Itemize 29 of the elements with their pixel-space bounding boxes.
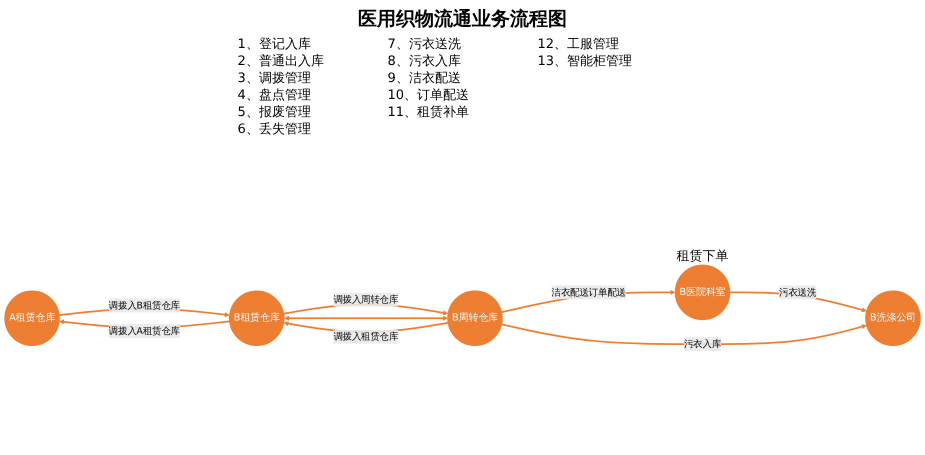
node-circle bbox=[447, 290, 503, 346]
list-item: 3、调拨管理 bbox=[238, 70, 312, 87]
list-item: 11、租赁补单 bbox=[388, 104, 470, 121]
edge-label: 调拨入租赁仓库 bbox=[333, 330, 398, 342]
edge-label: 洁衣配送订单配送 bbox=[552, 286, 626, 298]
arrow bbox=[502, 323, 867, 345]
list-item: 4、盘点管理 bbox=[238, 87, 312, 104]
list-item: 10、订单配送 bbox=[388, 87, 470, 104]
node-caption: 租赁下单 bbox=[676, 248, 728, 265]
list-item: 8、污衣入库 bbox=[388, 53, 462, 70]
edge-label: 调拨入B租赁仓库 bbox=[108, 300, 180, 311]
list-item: 13、智能柜管理 bbox=[538, 53, 634, 70]
node-circle bbox=[674, 264, 730, 320]
edge-label: 调拨入周转仓库 bbox=[333, 294, 398, 305]
edge-label: 污衣送洗 bbox=[779, 286, 816, 298]
list-item: 7、污衣送洗 bbox=[388, 36, 462, 53]
list-item: 9、洁衣配送 bbox=[388, 70, 462, 87]
list-item: 5、报废管理 bbox=[238, 104, 312, 121]
list-item: 12、工服管理 bbox=[538, 36, 620, 53]
diagram-title: 医用织物流通业务流程图 bbox=[357, 7, 568, 32]
edge-label: 调拨入A租赁仓库 bbox=[108, 325, 180, 336]
arrow bbox=[284, 316, 448, 321]
edge-label: 污衣入库 bbox=[684, 338, 722, 350]
list-item: 1、登记入库 bbox=[238, 36, 312, 53]
node-circle bbox=[865, 290, 921, 346]
list-item: 2、普通出入库 bbox=[238, 53, 325, 70]
node-circle bbox=[4, 290, 60, 346]
node-circle bbox=[228, 290, 284, 346]
list-item: 6、丢失管理 bbox=[238, 121, 312, 138]
